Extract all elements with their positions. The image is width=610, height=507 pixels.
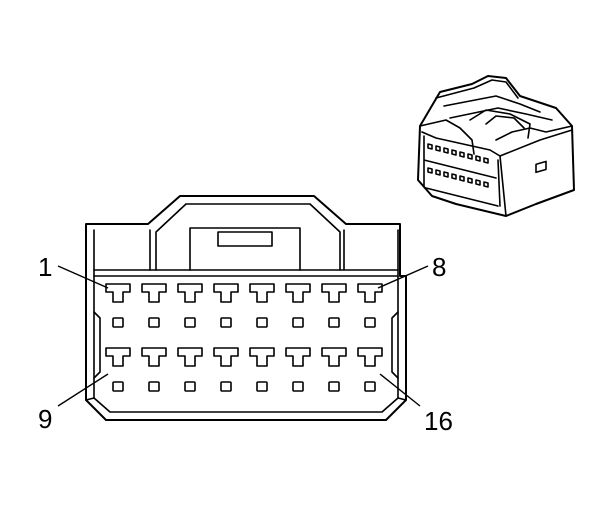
terminal-cavity-14 xyxy=(285,347,311,367)
pin-label-1: 1 xyxy=(38,252,52,282)
cavity-lock-window-3 xyxy=(184,317,196,328)
latch-window-frame xyxy=(189,227,301,271)
cavity-lock-window-4 xyxy=(220,317,232,328)
terminal-cavity-2 xyxy=(141,283,167,303)
leader-line-8 xyxy=(377,265,429,289)
terminal-cavity-4 xyxy=(213,283,239,303)
cavity-lock-window-14 xyxy=(292,381,304,392)
iso-face-edge xyxy=(421,129,573,217)
cavity-lock-window-6 xyxy=(292,317,304,328)
cavity-lock-window-1 xyxy=(112,317,124,328)
terminal-cavity-7 xyxy=(321,283,347,303)
latch-tower xyxy=(149,203,345,271)
pin-label-8: 8 xyxy=(432,252,446,282)
cavity-lock-window-16 xyxy=(364,381,376,392)
iso-latch xyxy=(435,79,553,139)
iso-side-window xyxy=(535,160,547,174)
terminal-cavity-5 xyxy=(249,283,275,303)
terminal-cavity-12 xyxy=(213,347,239,367)
terminal-cavity-9 xyxy=(105,347,131,367)
cavity-lock-window-15 xyxy=(328,381,340,392)
connector-face xyxy=(85,195,407,421)
side-key-right xyxy=(391,311,399,379)
terminal-cavity-3 xyxy=(177,283,203,303)
leader-line-9 xyxy=(57,373,109,407)
cavity-lock-window-13 xyxy=(256,381,268,392)
leader-line-1 xyxy=(57,265,109,289)
terminal-cavity-10 xyxy=(141,347,167,367)
terminal-cavity-1 xyxy=(105,283,131,303)
cavity-lock-window-9 xyxy=(112,381,124,392)
terminal-cavity-11 xyxy=(177,347,203,367)
cavity-lock-window-5 xyxy=(256,317,268,328)
cavity-lock-window-12 xyxy=(220,381,232,392)
iso-top-edge xyxy=(419,119,573,155)
pin-label-16: 16 xyxy=(424,406,453,436)
cavity-lock-window-2 xyxy=(148,317,160,328)
terminal-cavity-15 xyxy=(321,347,347,367)
pin-label-9: 9 xyxy=(38,404,52,434)
side-key-left xyxy=(93,311,101,379)
iso-face-ribs xyxy=(423,135,501,207)
iso-cavities-top xyxy=(427,143,489,164)
cavity-lock-window-7 xyxy=(328,317,340,328)
terminal-cavity-6 xyxy=(285,283,311,303)
housing-bottom-chamfer xyxy=(85,397,407,401)
cavity-lock-window-10 xyxy=(148,381,160,392)
cavity-lock-window-8 xyxy=(364,317,376,328)
iso-cavities-bottom xyxy=(427,167,489,188)
terminal-cavities xyxy=(105,283,383,392)
connector-housing xyxy=(85,195,407,421)
latch-window xyxy=(217,231,273,247)
terminal-cavity-13 xyxy=(249,347,275,367)
housing-inner-edge xyxy=(93,229,399,413)
terminal-cavity-16 xyxy=(357,347,383,367)
connector-isometric-view xyxy=(417,75,575,217)
cavity-lock-window-11 xyxy=(184,381,196,392)
leader-line-16 xyxy=(379,373,421,407)
